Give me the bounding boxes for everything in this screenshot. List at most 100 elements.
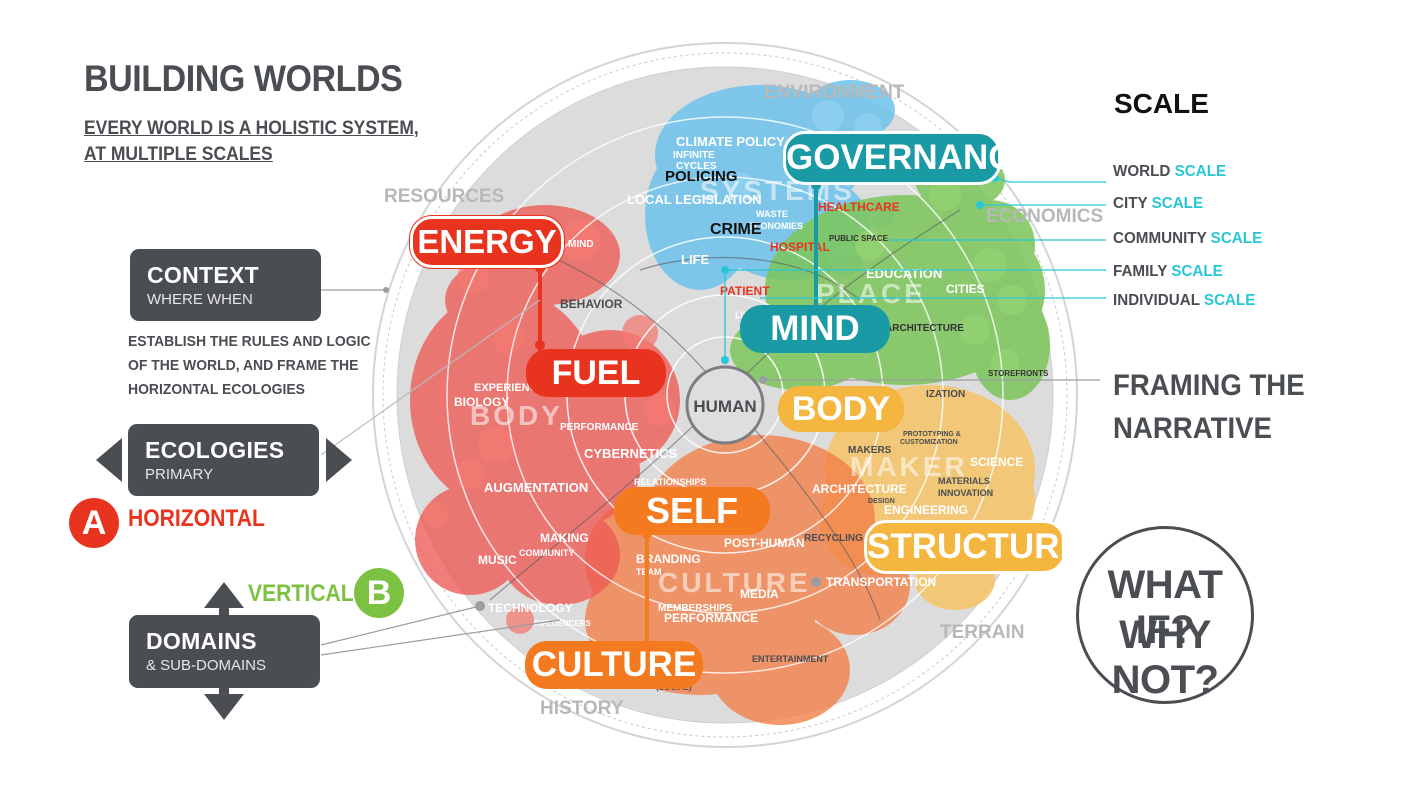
context-title: CONTEXT <box>147 262 259 288</box>
label-customization: CUSTOMIZATION <box>900 439 958 446</box>
label-mind-small: MIND <box>568 239 594 250</box>
scale-title: SCALE <box>1114 88 1209 119</box>
label-engineering: ENGINEERING <box>884 503 968 517</box>
ghost-label-body: BODY <box>470 400 563 431</box>
what-if-line-1: WHAT IF? <box>1107 563 1224 652</box>
domain-pill-self[interactable]: SELF <box>614 487 770 535</box>
label-hospital: HOSPITAL <box>770 240 830 254</box>
ghost-label-maker: MAKER <box>850 451 968 482</box>
ring-label-environment: ENVIRONMENT <box>764 82 905 103</box>
label-making: MAKING <box>540 531 589 545</box>
badge-a: A <box>69 498 119 548</box>
label-entertainment: ENTERTAINMENT <box>752 654 829 664</box>
label-local-legislation: LOCAL LEGISLATION <box>627 192 762 207</box>
scale-row-prefix: WORLD <box>1113 163 1171 180</box>
scale-row-suffix: SCALE <box>1203 292 1256 309</box>
label-public-space: PUBLIC SPACE <box>829 234 889 243</box>
label-biology: BIOLOGY <box>454 395 509 409</box>
horizontal-arrows <box>96 438 352 482</box>
scale-row-prefix: INDIVIDUAL <box>1113 292 1200 309</box>
ring-label-terrain: TERRAIN <box>940 622 1024 643</box>
label-ization: IZATION <box>926 389 965 400</box>
scale-row-prefix: FAMILY <box>1113 263 1168 280</box>
label-design: DESIGN <box>868 498 895 505</box>
center-label-human: HUMAN <box>693 397 756 416</box>
label-crime: CRIME <box>710 221 762 238</box>
label-branding: BRANDING <box>636 552 701 566</box>
label-education: EDUCATION <box>866 266 942 281</box>
domains-subtitle: & SUB-DOMAINS <box>146 657 267 674</box>
label-memberships: MEMBERSHIPS <box>658 603 733 614</box>
ghost-label-place: PLACE <box>816 278 926 309</box>
label-behavior: BEHAVIOR <box>560 297 623 311</box>
domain-pill-mind[interactable]: MIND <box>740 305 890 353</box>
domains-box[interactable]: DOMAINS & SUB-DOMAINS <box>129 615 320 688</box>
label-climate-policy: CLIMATE POLICY <box>676 134 785 149</box>
ghost-label-culture: CULTURE <box>658 567 811 598</box>
scale-row-suffix: SCALE <box>1171 263 1223 280</box>
arrow-down-icon <box>204 694 244 720</box>
label-post-human: POST-HUMAN <box>724 536 805 550</box>
domain-pill-energy[interactable]: ENERGY <box>410 216 564 268</box>
label-cybernetics: CYBERNETICS <box>584 446 678 461</box>
scale-row-prefix: COMMUNITY <box>1113 230 1207 247</box>
context-box[interactable]: CONTEXT WHERE WHEN <box>130 249 321 321</box>
ecologies-title: ECOLOGIES <box>145 437 285 463</box>
label-music: MUSIC <box>478 553 517 567</box>
label-life: LIFE <box>681 252 709 267</box>
label-experience: EXPERIENCE <box>474 382 545 394</box>
label-influencers: INFLUENCERS <box>534 619 592 628</box>
label-community: COMMUNITY <box>519 548 575 558</box>
domain-pill-structure[interactable]: STRUCTURE <box>864 520 1083 574</box>
page-title: BUILDING WORLDS <box>84 58 403 99</box>
context-subtitle: WHERE WHEN <box>147 291 253 308</box>
label-performance-bottom: PERFORMANCE <box>664 611 758 625</box>
domains-title: DOMAINS <box>146 628 257 654</box>
ecologies-box[interactable]: ECOLOGIES PRIMARY <box>128 424 319 496</box>
ring-label-resources: RESOURCES <box>384 186 504 207</box>
ecologies-subtitle: PRIMARY <box>145 466 214 483</box>
scale-row-family: FAMILY SCALE <box>1113 263 1223 281</box>
badge-b: B <box>354 568 404 618</box>
label-infinite: INFINITE <box>673 150 715 161</box>
context-description: ESTABLISH THE RULES AND LOGIC OF THE WOR… <box>128 330 371 402</box>
domain-pill-governance[interactable]: GOVERNANCE <box>783 131 1037 185</box>
what-if-line-2: WHY NOT? <box>1111 613 1219 702</box>
label-policing: POLICING <box>665 168 738 185</box>
label-cycles: CYCLES <box>676 161 717 172</box>
framing-line-2: NARRATIVE <box>1113 412 1272 445</box>
label-architecture: ARCHITECTURE <box>812 482 907 496</box>
label-science: SCIENCE <box>970 455 1023 469</box>
label-recycling: RECYCLING <box>804 533 863 544</box>
context-desc-line-2: OF THE WORLD, AND FRAME THE <box>128 357 359 374</box>
label-cities: CITIES <box>946 282 985 296</box>
ring-label-economics: ECONOMICS <box>986 206 1103 227</box>
context-desc-line-3: HORIZONTAL ECOLOGIES <box>128 381 305 398</box>
label-economies: ECONOMIES <box>748 221 803 231</box>
scale-row-individual: INDIVIDUAL SCALE <box>1113 292 1255 310</box>
domain-pill-fuel[interactable]: FUEL <box>526 349 666 397</box>
framing-line-1: FRAMING THE <box>1113 369 1305 402</box>
label-waste: WASTE <box>756 209 788 219</box>
label-augmentation: AUGMENTATION <box>484 480 588 495</box>
label-healthcare: HEALTHCARE <box>818 200 900 214</box>
label-performance: PERFORMANCE <box>560 422 639 433</box>
scale-row-prefix: CITY <box>1113 195 1148 212</box>
domain-pill-body[interactable]: BODY <box>778 386 904 432</box>
scale-row-suffix: SCALE <box>1210 230 1263 247</box>
label-architecture-top: ARCHITECTURE <box>885 323 964 334</box>
scale-row-city: CITY SCALE <box>1113 195 1203 213</box>
human-center-circle <box>685 365 765 445</box>
scale-row-suffix: SCALE <box>1151 195 1204 212</box>
label-relationships: RELATIONSHIPS <box>634 477 706 487</box>
horizontal-label: HORIZONTAL <box>128 505 265 532</box>
framing-the-narrative: FRAMING THE NARRATIVE <box>1113 364 1305 450</box>
label-technology: TECHNOLOGY <box>488 601 573 615</box>
what-if-circle: WHAT IF? WHY NOT? <box>1076 526 1254 704</box>
scale-row-community: COMMUNITY SCALE <box>1113 230 1262 248</box>
page-subtitle: EVERY WORLD IS A HOLISTIC SYSTEM, AT MUL… <box>84 116 419 168</box>
domain-pill-culture[interactable]: CULTURE <box>525 641 703 689</box>
arrow-right-icon <box>326 438 352 482</box>
label-transportation: TRANSPORTATION <box>826 575 936 589</box>
